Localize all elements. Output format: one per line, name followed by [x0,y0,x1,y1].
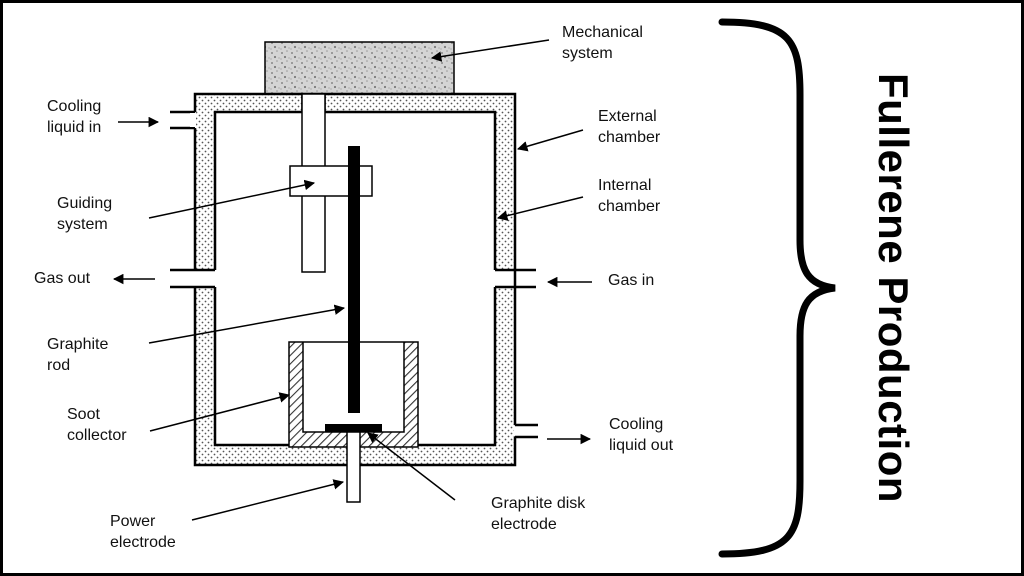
arrow-mechanical [430,39,550,62]
arrow-internal [496,196,584,221]
label-mechanical-system: Mechanical system [562,24,643,62]
leader-arrows [112,39,592,521]
label-gas-in: Gas in [608,272,655,289]
label-cooling-out: Cooling liquid out [609,416,674,454]
arrow-graphite-rod [148,304,346,344]
label-external-chamber: External chamber [598,108,661,146]
label-internal-chamber: Internal chamber [598,177,661,215]
arrow-graphite-disk [367,432,456,501]
cooling-out-pipe [514,423,538,439]
label-soot-collector: Soot collector [67,406,127,444]
soot-collector [288,341,419,448]
mechanical-system-block [264,41,455,95]
label-cooling-in: Cooling liquid in [47,98,102,136]
gas-out-pipe [170,268,215,289]
label-graphite-rod: Graphite rod [47,336,109,374]
cooling-in-pipe [170,110,196,130]
graphite-disk-electrode [325,424,382,432]
curly-brace [718,18,836,558]
arrow-power [191,479,345,521]
arrow-external [516,129,584,152]
label-power-electrode: Power electrode [110,513,176,551]
page-title: Fullerene Production [870,72,917,504]
gas-in-pipe [495,268,536,289]
label-graphite-disk: Graphite disk electrode [491,495,586,533]
label-gas-out: Gas out [34,270,91,287]
arrow-soot [149,392,291,432]
label-guiding-system: Guiding system [57,195,113,233]
arrow-guiding [148,179,316,219]
power-electrode [346,431,361,503]
graphite-rod [348,146,360,413]
